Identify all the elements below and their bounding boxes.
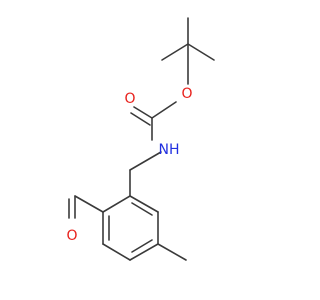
aldehyde-oxygen-label: O [66,228,77,244]
amine-nitrogen-label: NH [159,142,180,158]
ring-inner-bond-2 [131,239,153,253]
bond-tbu-2 [161,43,189,61]
molecule-structure: O O NH O [66,17,215,261]
bond-methyl [157,243,187,261]
ester-oxygen-label: O [181,86,192,102]
bond-n-ch2 [129,151,162,171]
bond-tbu-3 [187,43,215,61]
ring-bond-4 [102,243,131,261]
bond-c-eq-o-2 [130,112,151,126]
ring-bond-6 [102,195,131,213]
ring-bond-3 [129,243,159,261]
bond-ring-cho [74,195,104,213]
carbonyl-oxygen-label: O [124,91,135,107]
bond-c-eq-o-1 [133,106,153,119]
bond-o-carbonyl [151,101,177,119]
ring-inner-bond-1 [131,202,153,216]
ring-bond-1 [129,195,159,213]
